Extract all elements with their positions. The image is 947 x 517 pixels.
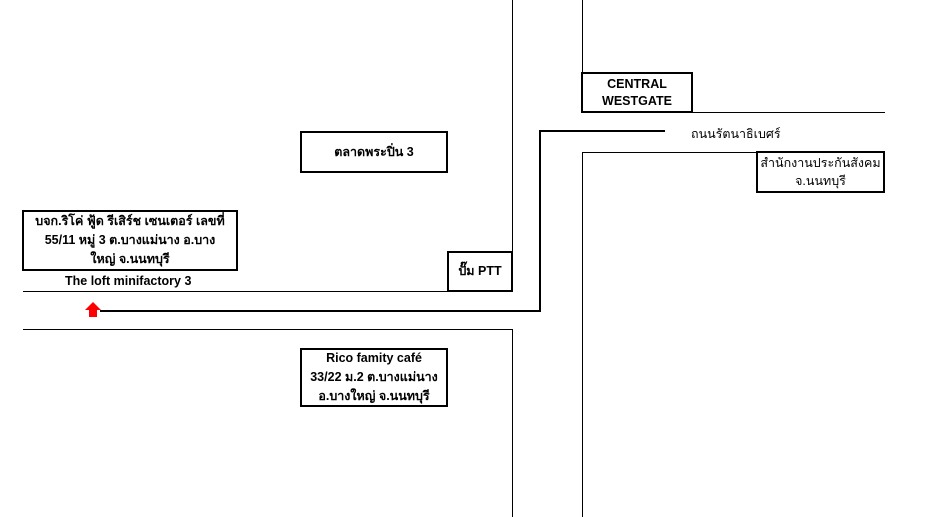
route-line-rattanathibet [539, 130, 665, 132]
rattanathibet-north-edge [582, 112, 885, 113]
rattanathibet-south-edge [582, 152, 885, 153]
company-line-1: บจก.ริโค่ ฟู้ด รีเสิร์ช เซนเตอร์ เลขที่ [35, 214, 225, 228]
ptt-label: ปั๊ม PTT [458, 264, 502, 278]
main-road-west-lower-edge [512, 329, 513, 517]
social-security-office-box: สำนักงานประกันสังคม จ.นนทบุรี [756, 151, 885, 193]
central-line-1: CENTRAL [607, 76, 667, 91]
central-line-2: WESTGATE [602, 93, 672, 108]
cafe-box: Rico famity café 33/22 ม.2 ต.บางแม่นาง อ… [300, 348, 448, 407]
market-box: ตลาดพระปิ่น 3 [300, 131, 448, 173]
soi-north-edge [23, 291, 513, 292]
company-line-3: ใหญ่ จ.นนทบุรี [90, 252, 170, 266]
road-label: ถนนรัตนาธิเบศร์ [691, 127, 781, 141]
company-address-box: บจก.ริโค่ ฟู้ด รีเสิร์ช เซนเตอร์ เลขที่ … [22, 210, 238, 271]
sso-line-2: จ.นนทบุรี [795, 174, 846, 188]
start-arrow-icon [85, 302, 101, 317]
loft-label: The loft minifactory 3 [65, 274, 192, 288]
cafe-line-3: อ.บางใหญ่ จ.นนทบุรี [318, 389, 430, 403]
cafe-line-2: 33/22 ม.2 ต.บางแม่นาง [310, 370, 438, 384]
market-label: ตลาดพระปิ่น 3 [334, 144, 414, 159]
soi-south-edge [23, 329, 513, 330]
route-line-soi [100, 310, 541, 312]
main-road-east-upper-edge [582, 0, 583, 112]
cafe-line-1: Rico famity café [326, 351, 422, 365]
route-line-main-road [539, 130, 541, 312]
main-road-east-lower-edge [582, 152, 583, 517]
main-road-west-upper-edge [512, 0, 513, 291]
company-line-2: 55/11 หมู่ 3 ต.บางแม่นาง อ.บาง [44, 233, 216, 247]
sso-line-1: สำนักงานประกันสังคม [760, 156, 881, 170]
central-westgate-box: CENTRAL WESTGATE [581, 72, 693, 113]
ptt-station-box: ปั๊ม PTT [447, 251, 513, 292]
